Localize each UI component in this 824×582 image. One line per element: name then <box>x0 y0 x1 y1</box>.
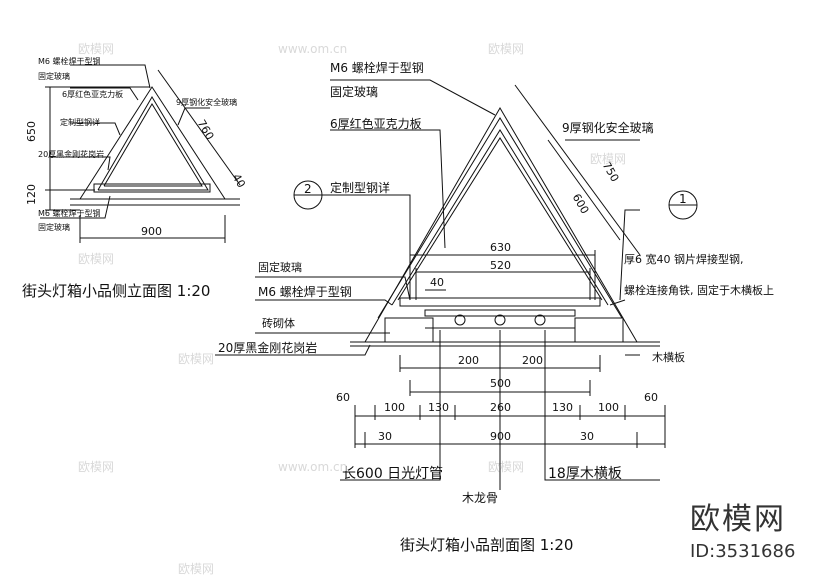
watermark: 欧模网 <box>178 562 215 576</box>
side-dim-120: 120 <box>25 184 38 205</box>
side-label-steel-detail: 定制型钢详 <box>60 118 100 127</box>
side-dim-900: 900 <box>141 225 162 238</box>
side-label-acrylic: 6厚红色亚克力板 <box>62 90 124 99</box>
side-label-granite: 20厚黑金刚花岗岩 <box>38 150 105 159</box>
watermark-url: www.om.cn <box>278 42 348 56</box>
section-label-acrylic: 6厚红色亚克力板 <box>330 117 422 131</box>
section-label-keel: 木龙骨 <box>462 491 499 505</box>
side-label-safety-glass: 9厚钢化安全玻璃 <box>176 98 238 107</box>
section-view-title: 街头灯箱小品剖面图 1:20 <box>400 536 574 554</box>
side-view-drawing <box>40 64 241 243</box>
section-dim-130-left: 130 <box>428 401 449 414</box>
section-label-masonry: 砖砌体 <box>262 317 295 330</box>
side-label-fixed-glass-bottom: 固定玻璃 <box>38 223 70 232</box>
section-dim-500: 500 <box>490 377 511 390</box>
section-dim-40: 40 <box>430 276 444 289</box>
section-dim-200-left: 200 <box>458 354 479 367</box>
section-label-plate-weld: 厚6 宽40 钢片焊接型钢, <box>624 253 744 266</box>
section-dim-630: 630 <box>490 241 511 254</box>
side-label-m6-bottom: M6 螺栓焊于型钢 <box>38 209 101 218</box>
section-label-bolt-angle: 螺栓连接角铁, 固定于木横板上 <box>624 284 774 297</box>
section-dim-200-right: 200 <box>522 354 543 367</box>
watermark: 欧模网 <box>78 252 115 266</box>
section-dim-130-right: 130 <box>552 401 573 414</box>
side-view-title: 街头灯箱小品侧立面图 1:20 <box>22 282 211 300</box>
section-dim-30-right: 30 <box>580 430 594 443</box>
brand-logo-text: 欧模网 <box>690 502 786 537</box>
watermark-url: www.om.cn <box>278 460 348 474</box>
callout-1: 1 <box>679 192 687 206</box>
section-dim-100-right: 100 <box>598 401 619 414</box>
section-dim-60-right: 60 <box>644 391 658 404</box>
section-dim-260: 260 <box>490 401 511 414</box>
section-dim-30-left: 30 <box>378 430 392 443</box>
section-dim-520: 520 <box>490 259 511 272</box>
section-label-wood-plank: 18厚木横板 <box>548 466 622 482</box>
watermark: 欧模网 <box>178 352 215 366</box>
section-label-wood-board: 木横板 <box>652 351 685 364</box>
section-label-safety-glass: 9厚钢化安全玻璃 <box>562 121 654 135</box>
watermark: 欧模网 <box>590 152 627 166</box>
section-label-fixed-glass: 固定玻璃 <box>258 261 302 274</box>
side-dim-650: 650 <box>25 121 38 142</box>
callout-2: 2 <box>304 182 312 196</box>
section-dim-100-left: 100 <box>384 401 405 414</box>
side-label-fixed-glass-top: 固定玻璃 <box>38 72 70 81</box>
section-label-m6-mid: M6 螺栓焊于型钢 <box>258 285 352 299</box>
section-label-steel-detail: 定制型钢详 <box>330 181 391 195</box>
section-dim-60-left: 60 <box>336 391 350 404</box>
section-label-granite: 20厚黑金刚花岗岩 <box>218 341 318 355</box>
section-dim-900: 900 <box>490 430 511 443</box>
watermark: 欧模网 <box>488 42 525 56</box>
watermark: 欧模网 <box>488 460 525 474</box>
section-view-drawing <box>215 79 698 490</box>
section-label-fixed-glass-top: 固定玻璃 <box>330 85 379 99</box>
brand-id: ID:3531686 <box>690 541 796 562</box>
section-label-m6-top: M6 螺栓焊于型钢 <box>330 61 424 75</box>
watermark: 欧模网 <box>78 42 115 56</box>
watermark: 欧模网 <box>78 460 115 474</box>
side-label-m6-top: M6 螺栓焊于型钢 <box>38 57 101 66</box>
section-label-lamp: 长600 日光灯管 <box>342 466 444 482</box>
